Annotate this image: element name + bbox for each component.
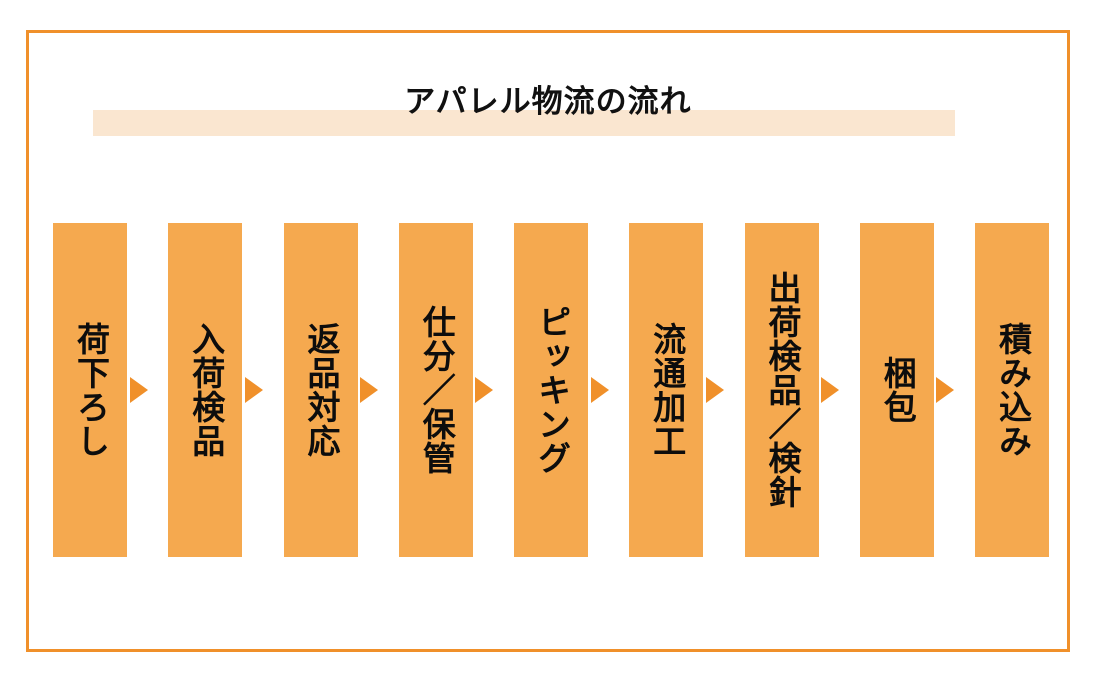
- flow-arrow-6-icon: [705, 377, 742, 403]
- flow-step-8[interactable]: 梱包: [859, 223, 934, 557]
- flow-step-5-label: ピッキング: [532, 305, 572, 475]
- process-flow-row: 荷下ろし 入荷検品 返品対応 仕分／保管 ピッキング 流通加工 出荷検品／検針 …: [53, 223, 1049, 557]
- flow-step-5[interactable]: ピッキング: [514, 223, 588, 557]
- flow-step-7[interactable]: 出荷検品／検針: [744, 223, 819, 557]
- flow-arrow-4-icon: [475, 377, 511, 403]
- flow-step-2[interactable]: 入荷検品: [168, 223, 243, 557]
- flow-step-8-label: 梱包: [878, 356, 918, 424]
- flow-arrow-5-icon: [590, 377, 627, 403]
- flow-arrow-7-icon: [821, 377, 857, 403]
- title-highlight-bar: [93, 110, 955, 136]
- flow-arrow-3-icon: [360, 377, 396, 403]
- flow-step-2-label: 入荷検品: [186, 322, 226, 458]
- flow-step-6-label: 流通加工: [647, 322, 687, 458]
- flow-step-4-label: 仕分／保管: [417, 305, 457, 475]
- flow-step-1[interactable]: 荷下ろし: [53, 223, 127, 557]
- page-title: アパレル物流の流れ: [404, 84, 692, 120]
- flow-step-9-label: 積み込み: [993, 322, 1033, 458]
- flow-step-3-label: 返品対応: [301, 322, 341, 458]
- flow-step-9[interactable]: 積み込み: [975, 223, 1049, 557]
- flow-step-7-label: 出荷検品／検針: [762, 271, 802, 509]
- flow-arrow-8-icon: [936, 377, 972, 403]
- flow-arrow-1-icon: [129, 377, 166, 403]
- flow-step-6[interactable]: 流通加工: [629, 223, 704, 557]
- flow-step-3[interactable]: 返品対応: [283, 223, 358, 557]
- flow-step-1-label: 荷下ろし: [71, 322, 111, 458]
- flow-step-4[interactable]: 仕分／保管: [398, 223, 473, 557]
- diagram-title-area: アパレル物流の流れ: [29, 71, 1067, 141]
- diagram-frame: アパレル物流の流れ 荷下ろし 入荷検品 返品対応 仕分／保管 ピッキング 流通加…: [26, 30, 1070, 652]
- flow-arrow-2-icon: [244, 377, 281, 403]
